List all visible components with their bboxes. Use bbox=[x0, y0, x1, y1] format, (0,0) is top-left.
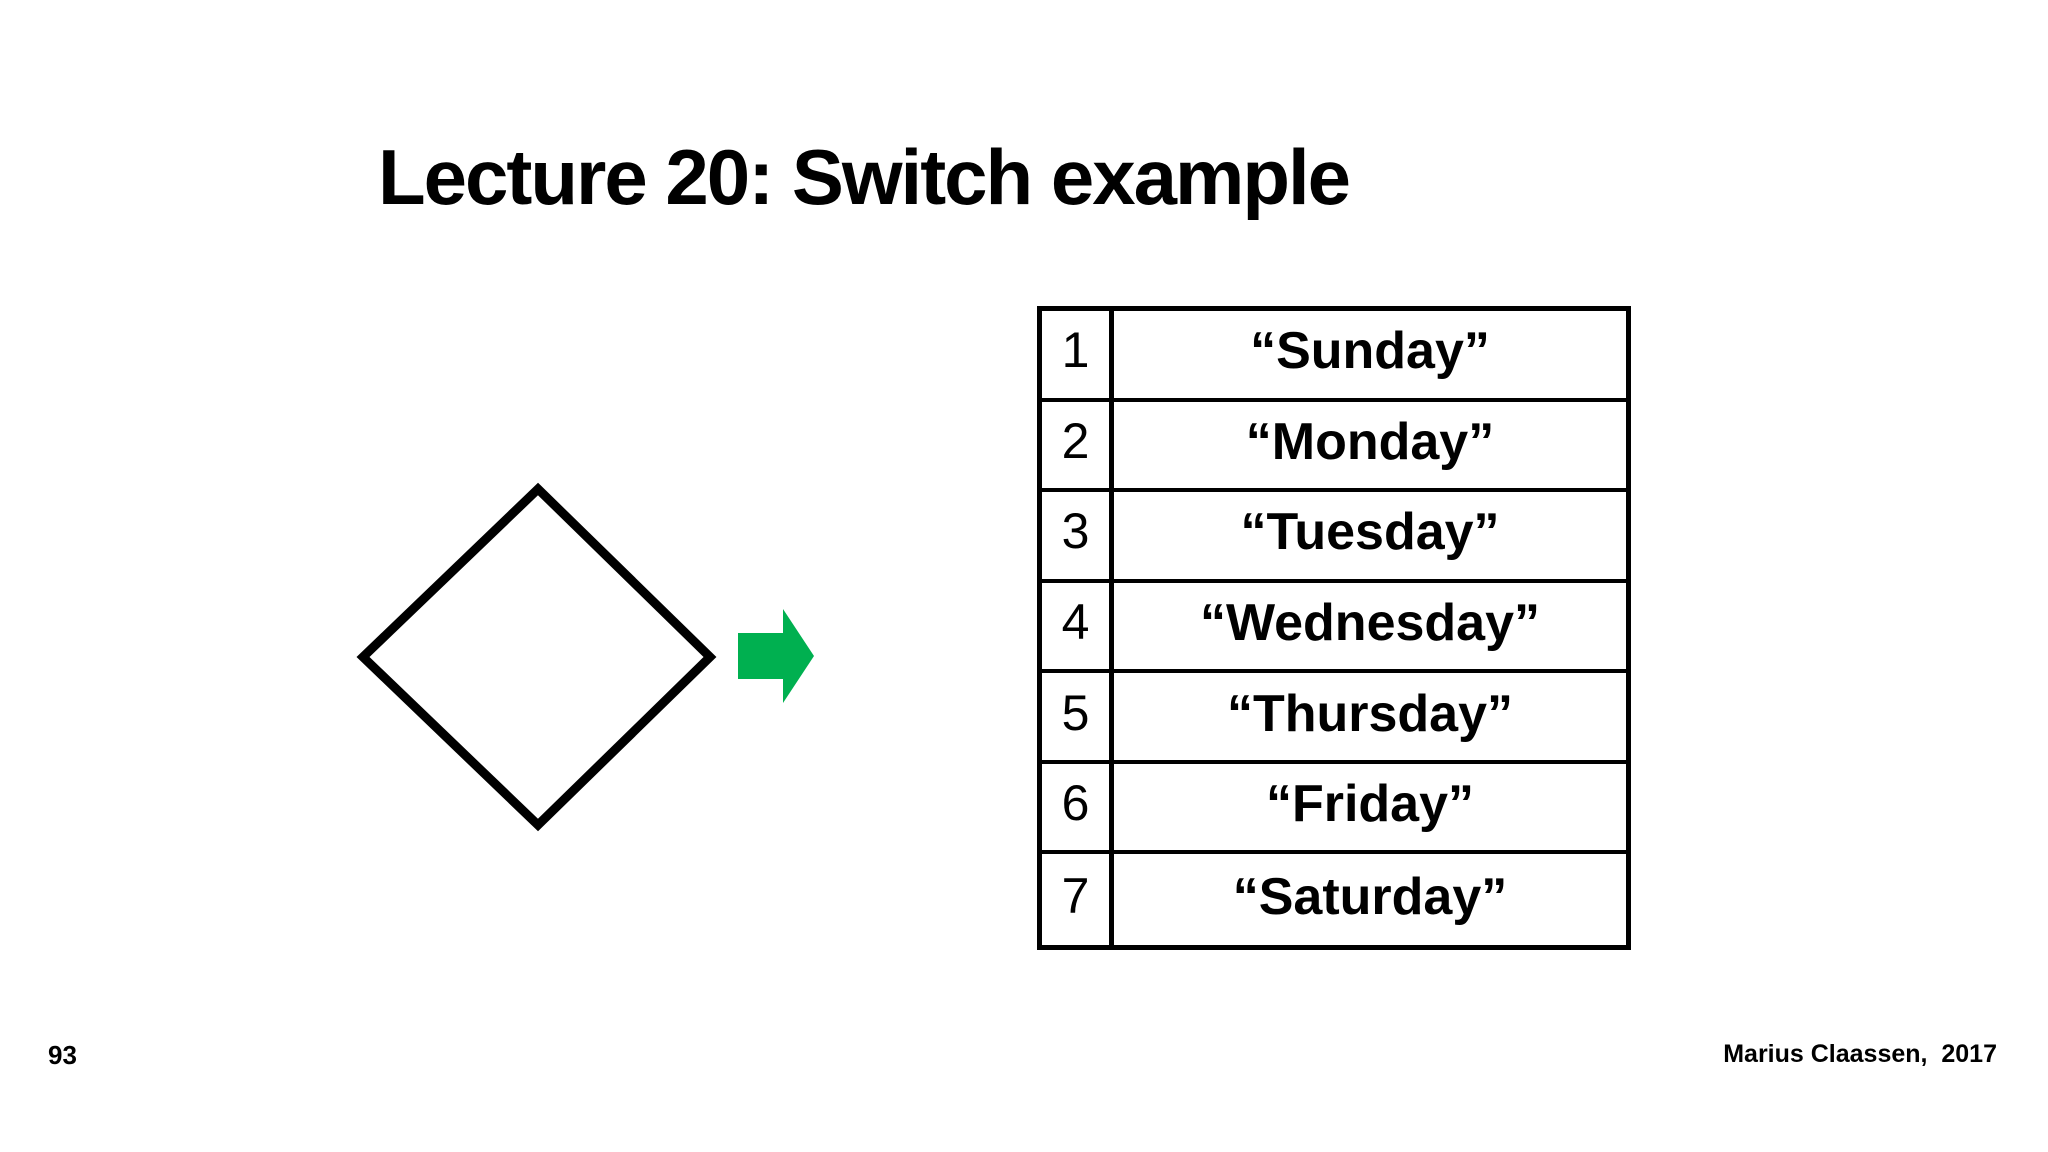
right-arrow-icon bbox=[738, 609, 814, 703]
day-value-cell: “Wednesday” bbox=[1199, 593, 1541, 652]
table-row: 6 “Friday” bbox=[1042, 763, 1626, 855]
day-value-cell: “Friday” bbox=[1265, 775, 1475, 834]
decision-diamond-shape bbox=[356, 482, 717, 832]
right-arrow-glyph bbox=[738, 609, 814, 703]
row-number-cell: 7 bbox=[1042, 854, 1114, 945]
row-number-cell: 2 bbox=[1042, 401, 1114, 489]
day-value-cell: “Sunday” bbox=[1250, 322, 1490, 381]
table-row: 4 “Wednesday” bbox=[1042, 582, 1626, 674]
row-number-cell: 5 bbox=[1042, 673, 1114, 760]
table-row: 2 “Monday” bbox=[1042, 401, 1626, 493]
page-title: Lecture 20: Switch example bbox=[378, 133, 1351, 221]
table-row: 1 “Sunday” bbox=[1042, 311, 1626, 402]
table-row: 5 “Thursday” bbox=[1042, 673, 1626, 764]
row-number-cell: 6 bbox=[1042, 763, 1114, 851]
day-value-cell: “Saturday” bbox=[1232, 867, 1508, 926]
table-row: 3 “Tuesday” bbox=[1042, 492, 1626, 583]
day-value-cell: “Monday” bbox=[1245, 412, 1495, 471]
table-row: 7 “Saturday” bbox=[1042, 854, 1626, 945]
row-number-cell: 4 bbox=[1042, 582, 1114, 670]
day-value-cell: “Tuesday” bbox=[1240, 503, 1500, 562]
row-number-cell: 1 bbox=[1042, 311, 1114, 398]
diamond-outline bbox=[356, 482, 717, 832]
row-number-cell: 3 bbox=[1042, 492, 1114, 579]
day-value-cell: “Thursday” bbox=[1226, 684, 1514, 743]
author-credit: Marius Claassen, 2017 bbox=[1723, 1040, 1997, 1068]
day-lookup-table: 1 “Sunday” 2 “Monday” 3 “Tuesday” 4 “Wed… bbox=[1037, 306, 1631, 950]
page-number: 93 bbox=[48, 1040, 77, 1070]
